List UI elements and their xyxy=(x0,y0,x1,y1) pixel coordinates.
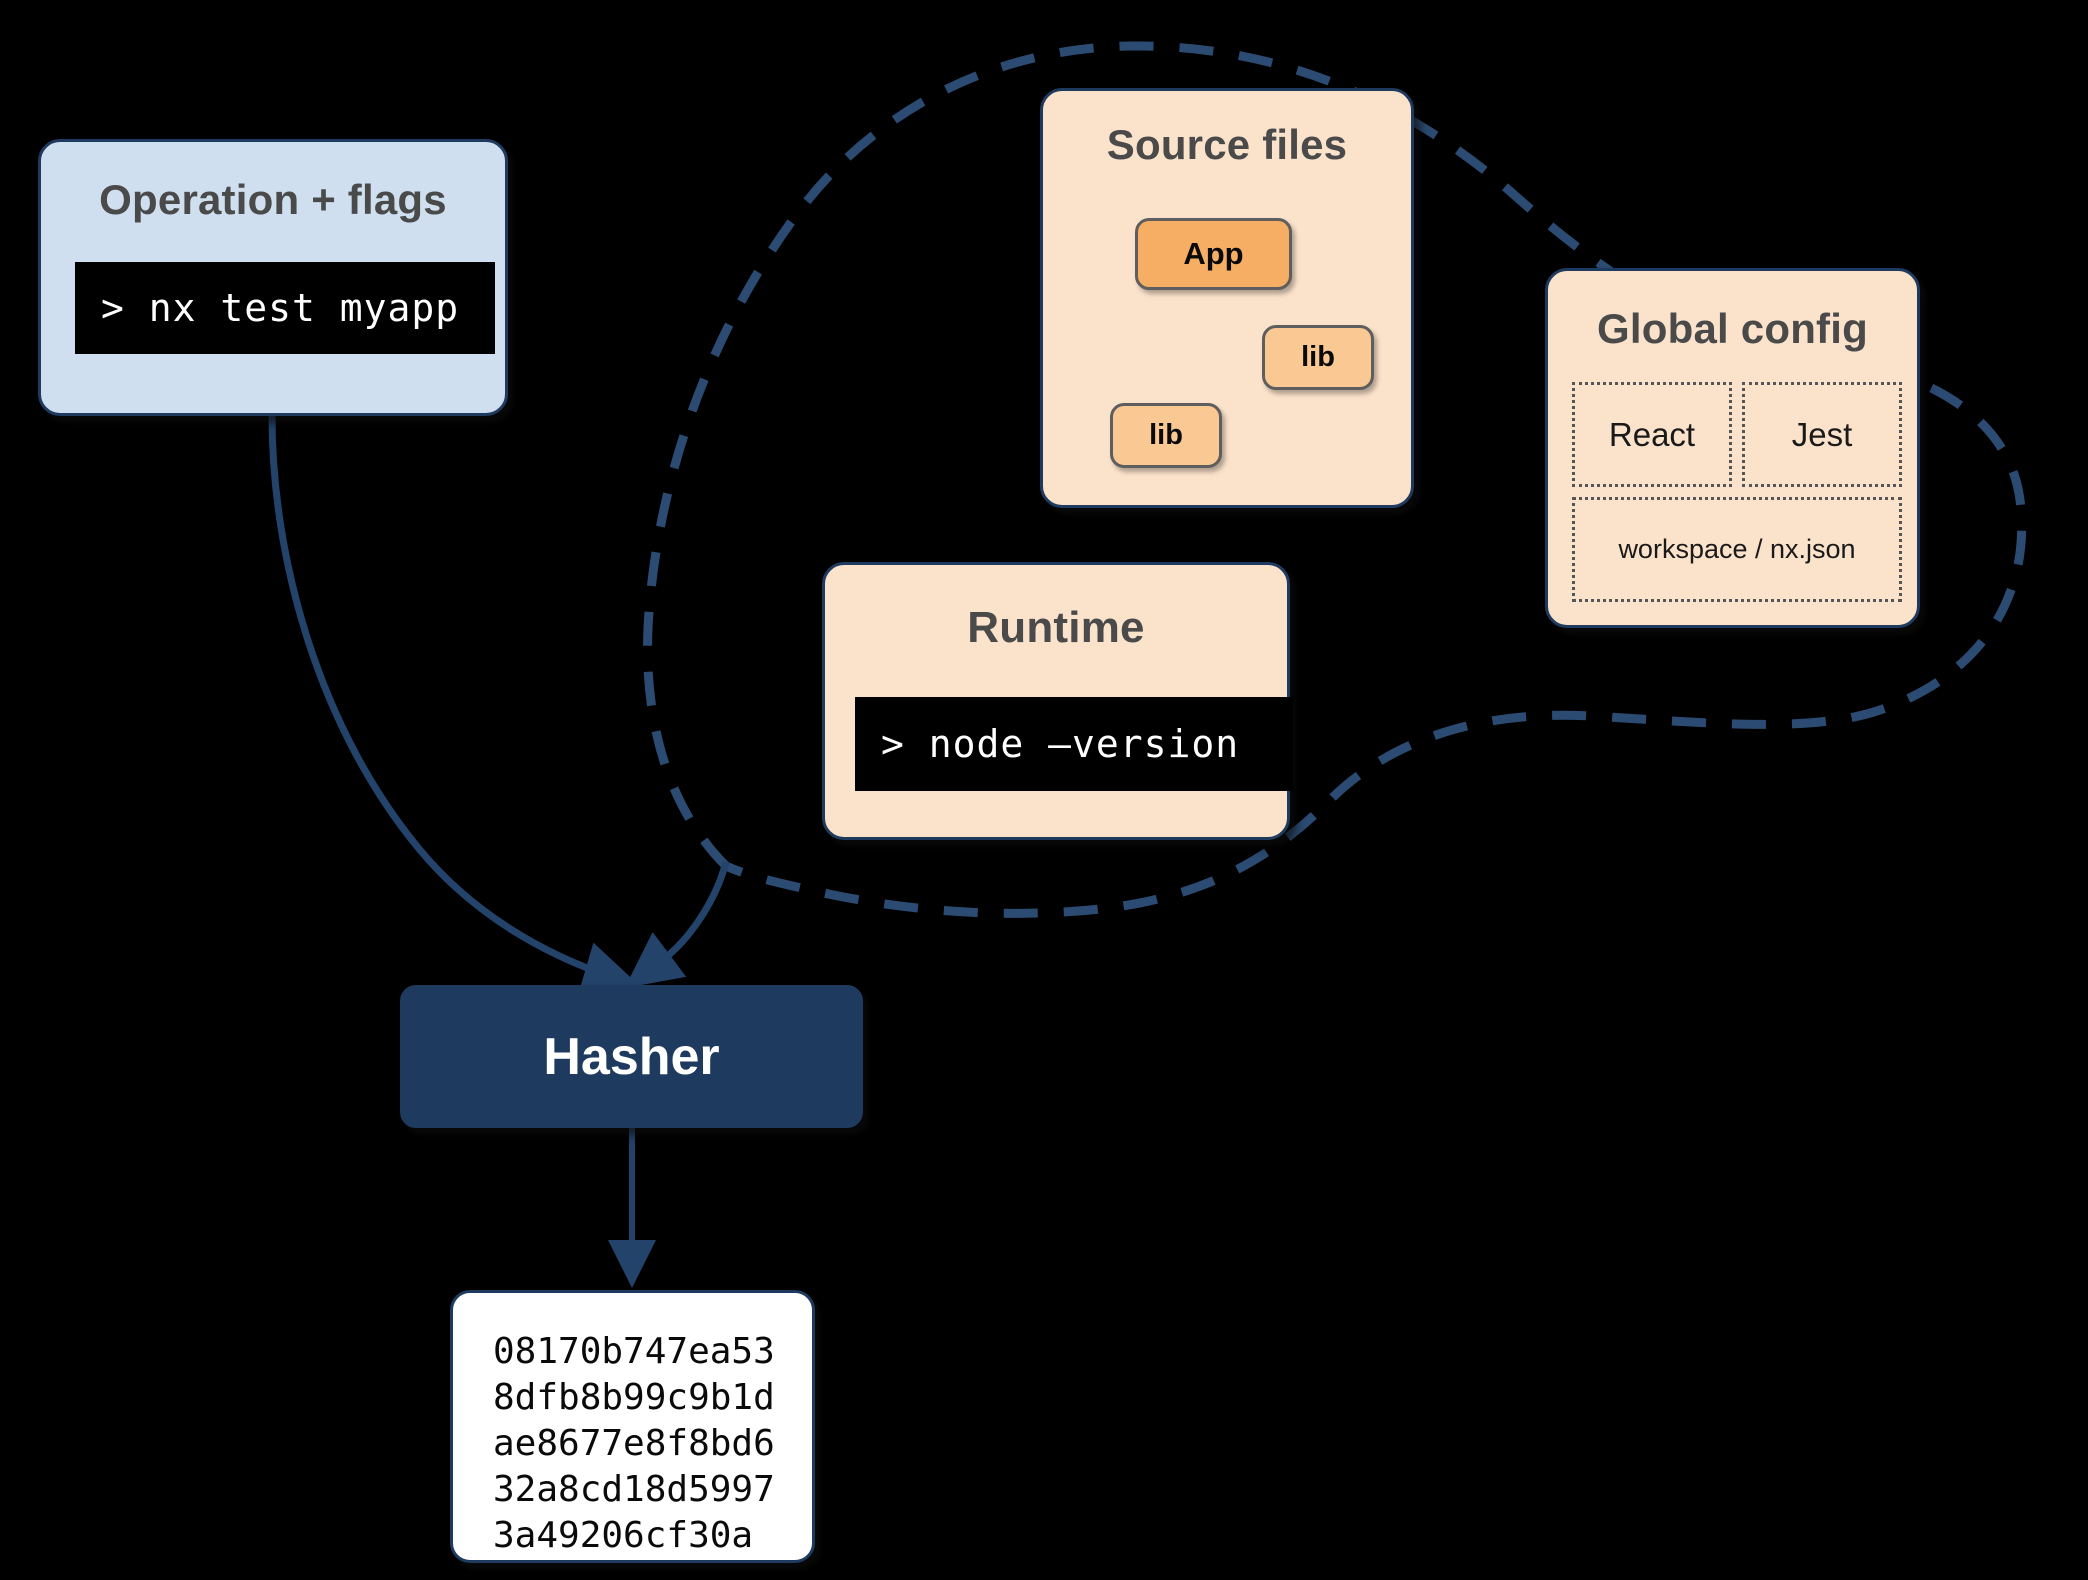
source-node-lib-left: lib xyxy=(1110,403,1222,468)
operation-flags-title: Operation + flags xyxy=(99,176,447,223)
global-config-title: Global config xyxy=(1597,305,1868,352)
global-config-card: Global config xyxy=(1545,268,1920,628)
hash-output-card: 08170b747ea53 8dfb8b99c9b1d ae8677e8f8bd… xyxy=(450,1290,815,1563)
hash-output-text: 08170b747ea53 8dfb8b99c9b1d ae8677e8f8bd… xyxy=(493,1331,775,1557)
source-node-app: App xyxy=(1135,218,1292,290)
hasher-label: Hasher xyxy=(543,1027,720,1086)
runtime-card: Runtime > node –version xyxy=(822,562,1293,840)
operation-flags-card: Operation + flags > nx test myapp xyxy=(38,139,508,416)
edge-inputs-to-hasher xyxy=(624,861,730,988)
config-cell-react: React xyxy=(1572,382,1732,487)
operation-terminal: > nx test myapp xyxy=(75,262,495,354)
runtime-terminal: > node –version xyxy=(855,697,1293,791)
config-cell-jest: Jest xyxy=(1742,382,1902,487)
config-cell-workspace-nxjson: workspace / nx.json xyxy=(1572,497,1902,602)
runtime-title: Runtime xyxy=(967,603,1145,652)
edge-operation-to-hasher xyxy=(268,415,640,997)
source-files-card: Source files xyxy=(1040,88,1414,508)
hasher-node: Hasher xyxy=(400,985,863,1128)
source-files-title: Source files xyxy=(1106,121,1348,168)
source-node-lib-right: lib xyxy=(1262,325,1374,390)
